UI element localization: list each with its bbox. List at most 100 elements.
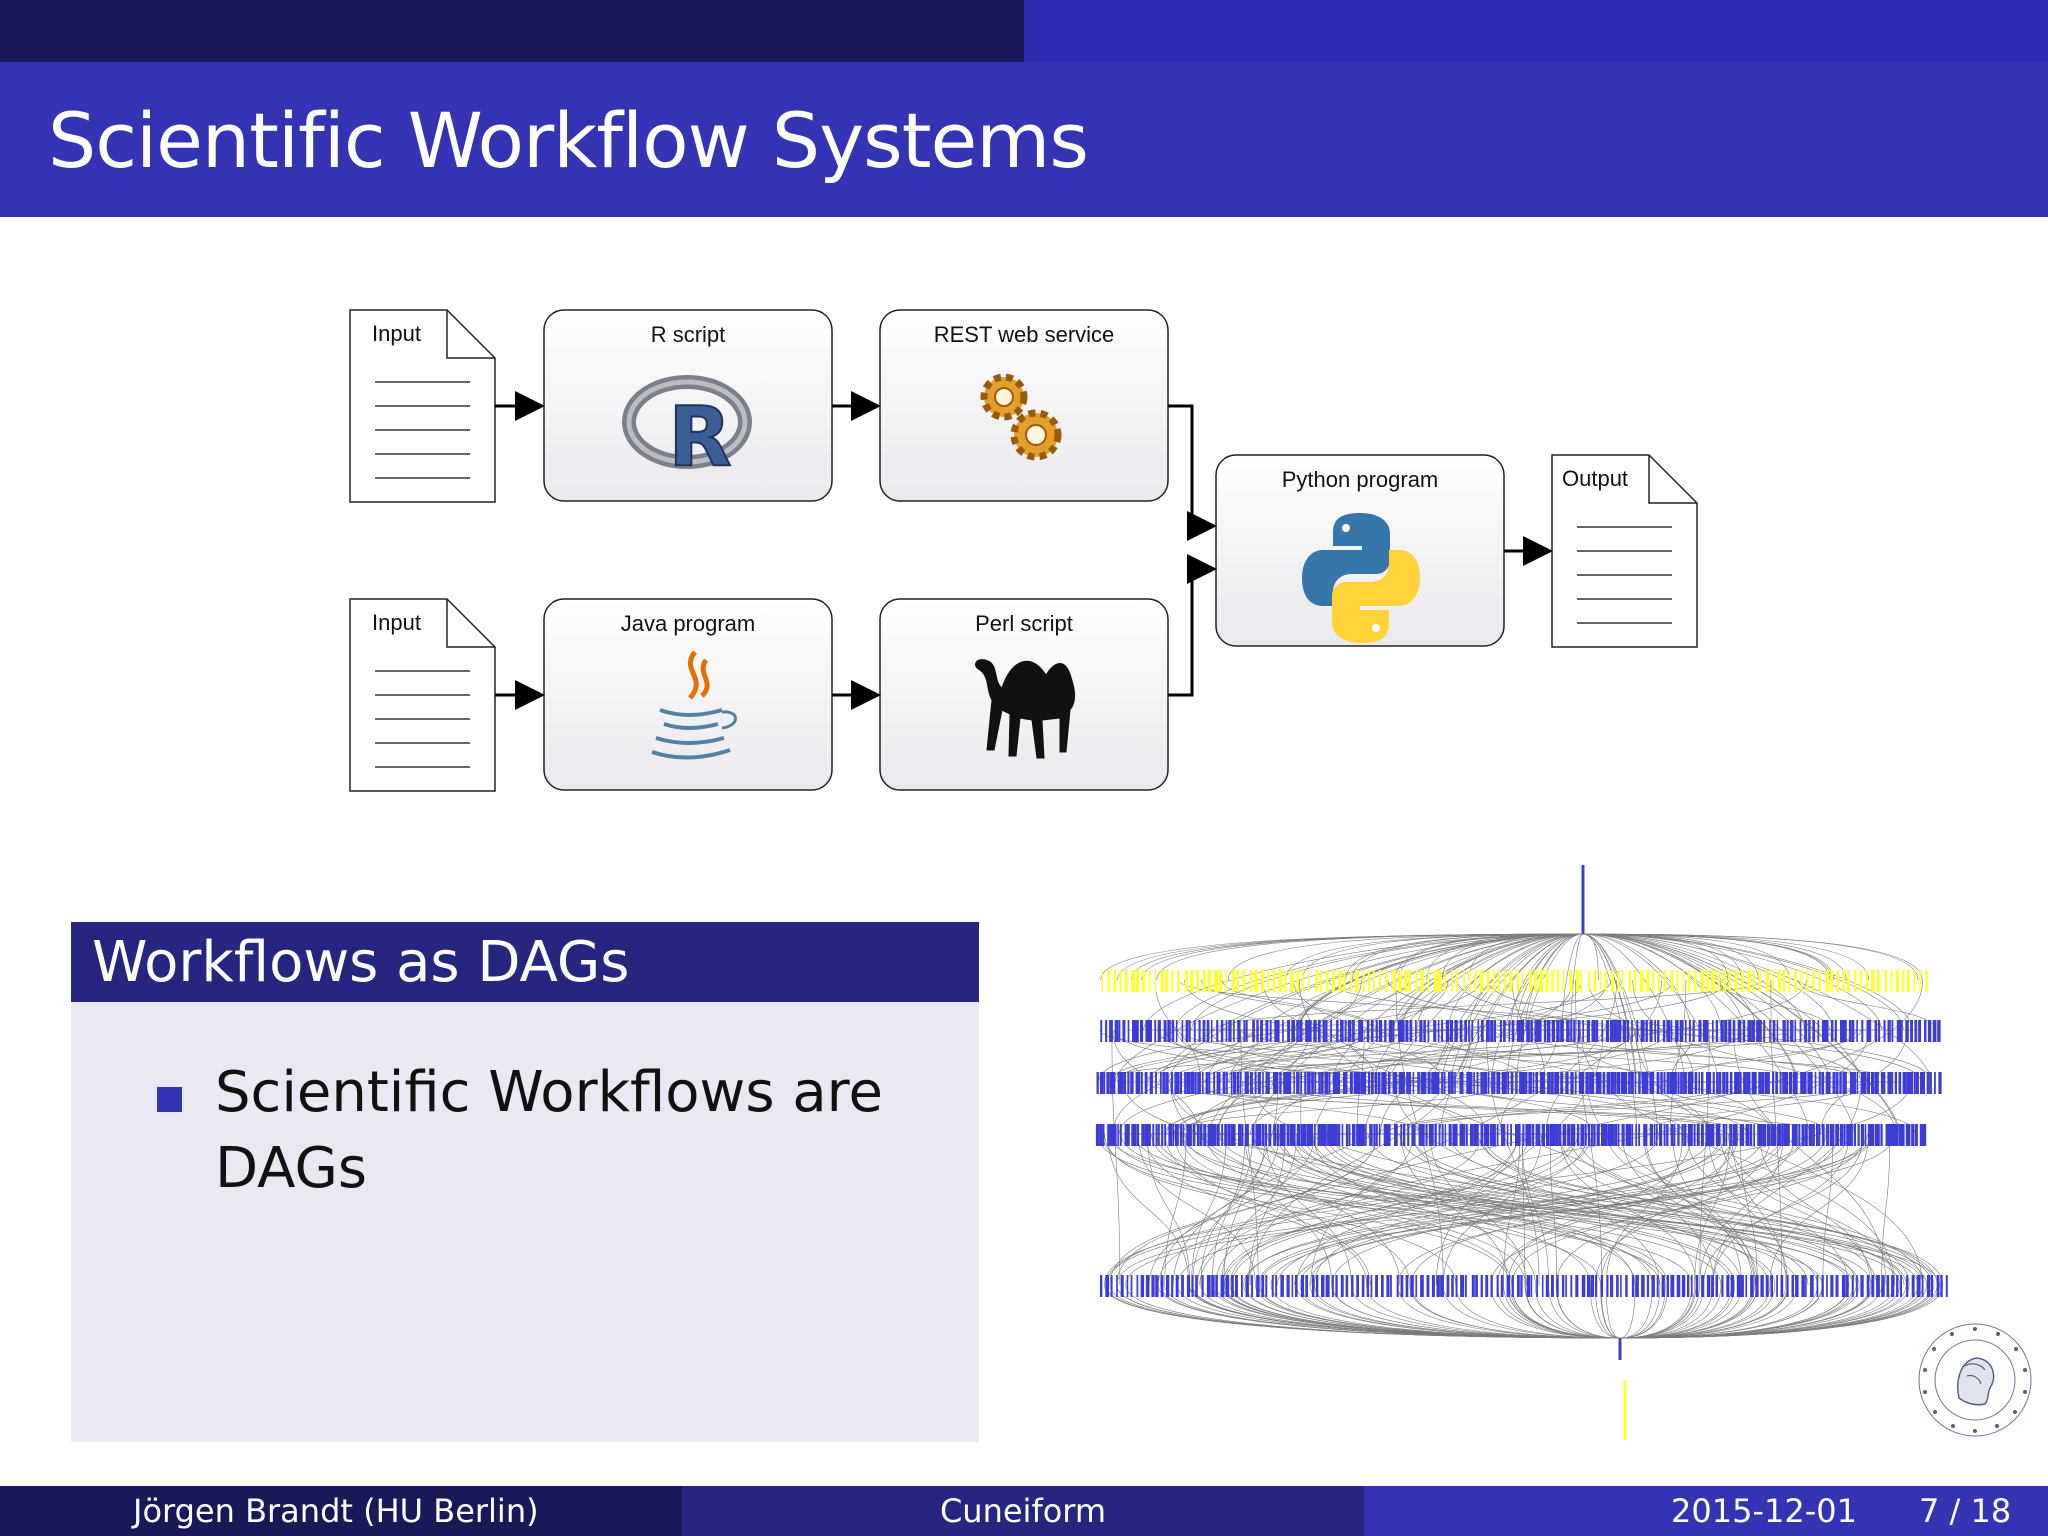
dag-edge (1125, 1133, 1873, 1286)
dag-edge (1582, 933, 1797, 1083)
dag-node (1741, 970, 1744, 992)
dag-edge (1312, 1133, 1536, 1286)
dag-node (1705, 1124, 1709, 1146)
dag-node (1542, 1072, 1546, 1094)
dag-node (1464, 1020, 1467, 1042)
dag-edge (1582, 933, 1691, 1031)
dag-edge (1137, 1133, 1256, 1286)
dag-node (1561, 1275, 1565, 1297)
dag-node (1821, 1124, 1825, 1146)
dag-node (1521, 970, 1523, 992)
dag-node (1641, 1072, 1646, 1094)
dag-edge (1215, 1133, 1414, 1286)
dag-node (1490, 1124, 1493, 1146)
dag-node (1236, 1072, 1240, 1094)
dag-node (1794, 1020, 1797, 1042)
dag-edge (1212, 1284, 1621, 1339)
dag-node (1832, 1124, 1835, 1146)
dag-node (1227, 1124, 1231, 1146)
dag-node (1374, 1072, 1378, 1094)
dag-node (1575, 1275, 1579, 1297)
dag-node (1338, 970, 1342, 992)
dag-node (1673, 1124, 1676, 1146)
dag-node (1174, 1072, 1177, 1094)
dag-node (1218, 1072, 1221, 1094)
dag-node (1859, 970, 1863, 992)
dag-node (1469, 1124, 1474, 1146)
dag-node (1166, 1275, 1170, 1297)
dag-node (1274, 1020, 1279, 1042)
dag-node (1336, 1020, 1339, 1042)
dag-node (1322, 1020, 1326, 1042)
dag-node (1402, 1124, 1406, 1146)
dag-node (1775, 1072, 1778, 1094)
dag-node (1614, 1124, 1618, 1146)
dag-node (1898, 1072, 1902, 1094)
dag-node (1869, 1020, 1872, 1042)
dag-node (1433, 1020, 1437, 1042)
dag-node (1441, 1020, 1444, 1042)
dag-node (1284, 970, 1287, 992)
dag-node (1517, 1275, 1520, 1297)
dag-node (1300, 1124, 1303, 1146)
dag-node (1786, 1275, 1789, 1297)
dag-node (1601, 1124, 1605, 1146)
dag-node (1601, 1020, 1603, 1042)
dag-edge (1294, 1133, 1868, 1286)
dag-node (1244, 1124, 1248, 1146)
dag-node (1938, 1072, 1942, 1094)
dag-node (1269, 1020, 1272, 1042)
dag-edge (1582, 933, 1830, 981)
dag-node (1717, 1124, 1721, 1146)
dag-node (1151, 1072, 1153, 1094)
python-program-label: Python program (1282, 467, 1439, 492)
dag-node (1141, 1124, 1145, 1146)
dag-node (1367, 970, 1370, 992)
dag-node (1175, 1275, 1179, 1297)
dag-node (1436, 1275, 1440, 1297)
dag-node (1155, 1072, 1157, 1094)
dag-node (1157, 1124, 1160, 1146)
dag-node (1554, 1072, 1558, 1094)
dag-node (1228, 1020, 1232, 1042)
dag-node (1673, 1072, 1677, 1094)
dag-node (1808, 1020, 1811, 1042)
dag-node (1392, 1072, 1397, 1094)
dag-node (1390, 1275, 1392, 1297)
dag-node (1468, 970, 1471, 992)
dag-node (1211, 1020, 1213, 1042)
dag-node (1198, 1020, 1201, 1042)
dag-node (1638, 1072, 1641, 1094)
dag-node (1343, 1072, 1346, 1094)
dag-node (1848, 1020, 1852, 1042)
dag-node (1487, 1072, 1490, 1094)
dag-node (1606, 1072, 1611, 1094)
dag-node (1807, 1072, 1812, 1094)
dag-node (1290, 1124, 1294, 1146)
dag-edge (1582, 933, 1658, 1135)
dag-node (1919, 970, 1921, 992)
dag-node (1860, 1124, 1864, 1146)
dag-node (1394, 1124, 1398, 1146)
university-seal-icon (1918, 1323, 2032, 1437)
dag-node (1874, 1020, 1878, 1042)
dag-node (1576, 970, 1580, 992)
dag-node (1106, 1072, 1110, 1094)
dag-node (1871, 1072, 1875, 1094)
dag-node (1656, 1072, 1660, 1094)
dag-node (1251, 1275, 1254, 1297)
dag-node (1154, 970, 1157, 992)
dag-node (1683, 1072, 1687, 1094)
output-label: Output (1562, 466, 1628, 491)
dag-node (1366, 1020, 1370, 1042)
dag-node (1454, 1072, 1456, 1094)
dag-node (1160, 1275, 1164, 1297)
dag-node (1684, 1020, 1687, 1042)
dag-edge (1582, 933, 1847, 981)
dag-node (1549, 1124, 1554, 1146)
dag-node (1408, 970, 1411, 992)
dag-node (1500, 1275, 1504, 1297)
dag-node (1569, 970, 1573, 992)
dag-node (1770, 1275, 1773, 1297)
dag-node (1593, 970, 1597, 992)
